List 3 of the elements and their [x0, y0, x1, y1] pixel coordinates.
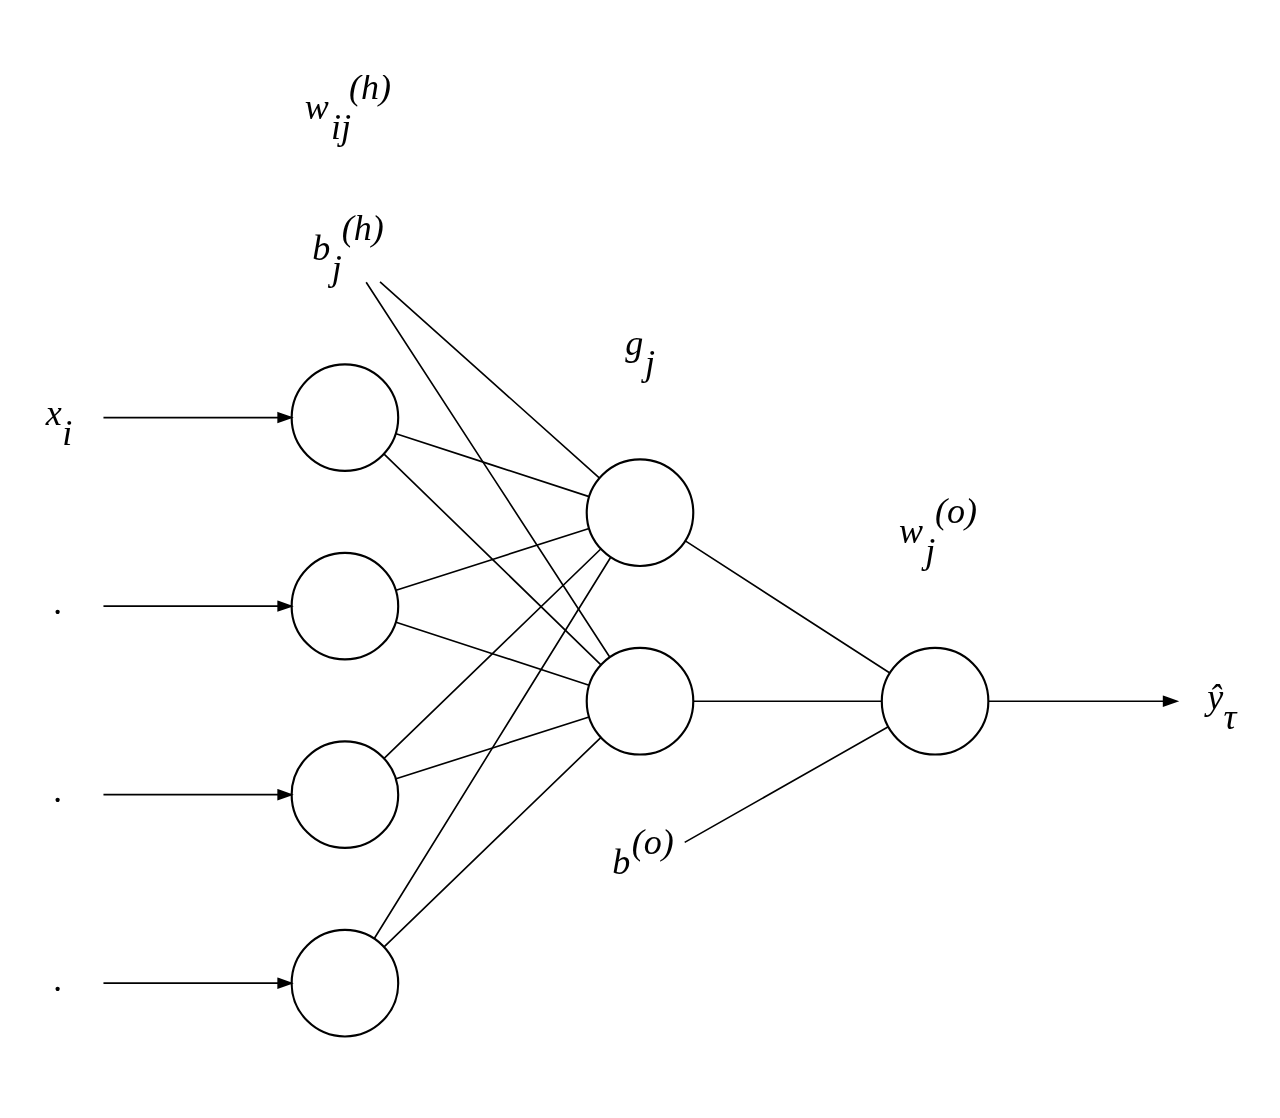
node-text: . — [53, 581, 63, 622]
node-text: . — [53, 958, 63, 999]
node-text: . — [53, 770, 63, 811]
